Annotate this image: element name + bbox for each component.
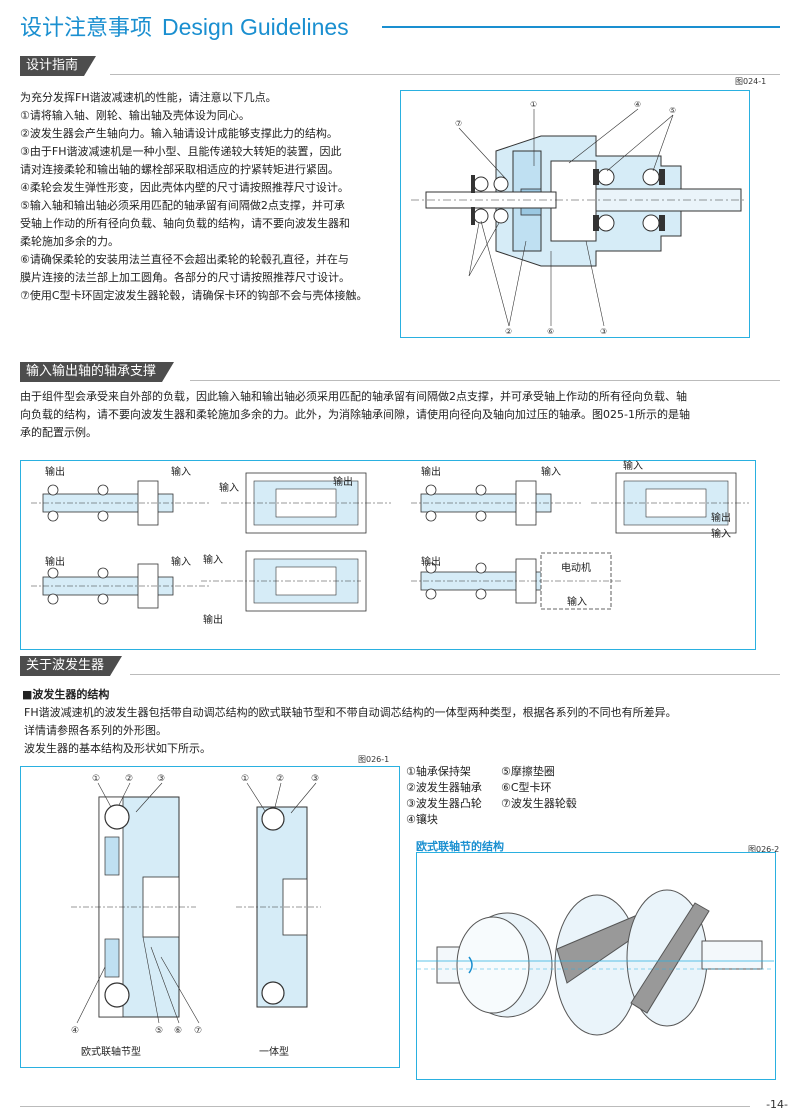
wave-generator-line: 波发生器的基本结构及形状如下所示。 — [24, 742, 211, 755]
label-input: 输入 — [219, 483, 239, 494]
wave-generator-line: 详情请参照各系列的外形图。 — [24, 724, 167, 737]
bearing-line: 向负载的结构，请不要向波发生器和柔轮施加多余的力。此外，为消除轴承间隙，请使用向… — [20, 408, 690, 421]
page-title: 设计注意事项 Design Guidelines — [20, 10, 349, 42]
label-input: 输入 — [541, 467, 561, 478]
label-input: 输入 — [623, 461, 643, 472]
legend-row: ④镶块 — [406, 813, 438, 826]
label-output: 输出 — [45, 467, 65, 478]
oldham-structure-title: 欧式联轴节的结构 — [416, 840, 504, 853]
wave-generator-sections: ① ② ③ ④ ⑤ ⑥ ⑦ ① ② ③ — [71, 774, 321, 1036]
header-rule — [382, 26, 780, 28]
wg-callout-7: ⑦ — [194, 1026, 202, 1036]
guide-line: ②波发生器会产生轴向力。输入轴请设计成能够支撑此力的结构。 — [20, 127, 338, 140]
figure-assembly-box: ① ② ③ ④ ⑤ ⑥ ⑦ — [400, 90, 750, 338]
section-rule — [110, 74, 780, 75]
callout-6: ⑥ — [547, 327, 554, 336]
callout-4: ④ — [634, 100, 641, 109]
guide-line: ④柔轮会发生弹性形变，因此壳体内壁的尺寸请按照推荐尺寸设计。 — [20, 181, 349, 194]
guide-line: 受轴上作动的所有径向负载、轴向负载的结构，请不要向波发生器和 — [20, 217, 350, 230]
bearing-line: 承的配置示例。 — [20, 426, 97, 439]
assembly-cross-section: ① ② ③ ④ ⑤ ⑥ ⑦ — [411, 100, 746, 336]
bearing-example-2 — [221, 472, 391, 534]
page-header: 设计注意事项 Design Guidelines — [20, 10, 780, 44]
guide-line: 膜片连接的法兰部上加工圆角。各部分的尺寸请按照推荐尺寸设计。 — [20, 271, 350, 284]
label-output: 输出 — [203, 615, 223, 626]
page-title-en: Design Guidelines — [162, 14, 349, 40]
figure-bearing-box: 输出 输入 输入 输出 输出 输入 输入 输出 输入 输出 输入 输入 输出 输… — [20, 460, 756, 650]
figure-oldham-box — [416, 852, 776, 1080]
bearing-text: 由于组件型会承受来自外部的负载，因此输入轴和输出轴必须采用匹配的轴承留有间隔做2… — [20, 388, 780, 442]
bearing-example-4 — [591, 472, 749, 534]
callout-5: ⑤ — [669, 106, 676, 115]
callout-7: ⑦ — [455, 119, 462, 128]
section-bearing-tab: 输入输出轴的轴承支撑 — [20, 362, 175, 382]
bearing-example-1 — [31, 480, 211, 526]
figure-id-026-1: 图026-1 — [358, 755, 390, 764]
design-guide-text: 为充分发挥FH谐波减速机的性能，请注意以下几点。 ①请将输入轴、刚轮、输出轴及壳… — [20, 89, 400, 305]
footer-rule — [20, 1106, 750, 1107]
figure-id-026-2: 图026-2 — [748, 845, 780, 854]
label-input: 输入 — [171, 557, 191, 568]
section-rule — [130, 674, 780, 675]
callout-2: ② — [505, 327, 512, 336]
wg-callout-3: ③ — [157, 774, 165, 784]
bearing-line: 由于组件型会承受来自外部的负载，因此输入轴和输出轴必须采用匹配的轴承留有间隔做2… — [20, 390, 687, 403]
integral-type-section — [236, 806, 321, 1008]
wave-generator-subhead: ■波发生器的结构 — [22, 688, 110, 701]
bearing-example-3 — [411, 480, 581, 526]
wg-callout-2b: ② — [276, 774, 284, 784]
fig-oldham-type-label: 欧式联轴节型 — [81, 1047, 141, 1058]
wg-callout-5: ⑤ — [155, 1026, 163, 1036]
wg-callout-1: ① — [92, 774, 100, 784]
figure-id-024-1: 图024-1 — [735, 77, 767, 86]
section-rule — [190, 380, 780, 381]
label-input: 输入 — [711, 529, 731, 540]
label-input: 输入 — [567, 597, 587, 608]
page-title-cn: 设计注意事项 — [20, 16, 153, 41]
label-output: 输出 — [421, 557, 441, 568]
label-output: 输出 — [711, 513, 731, 524]
guide-line: ①请将输入轴、刚轮、输出轴及壳体设为同心。 — [20, 109, 250, 122]
wave-generator-text: FH谐波减速机的波发生器包括带自动调芯结构的欧式联轴节型和不带自动调芯结构的一体… — [24, 704, 784, 758]
guide-line: 请对连接柔轮和输出轴的螺栓部采取相适应的拧紧转矩进行紧固。 — [20, 163, 339, 176]
fig-integral-type-label: 一体型 — [259, 1047, 289, 1058]
label-output: 输出 — [333, 477, 353, 488]
wg-callout-1b: ① — [241, 774, 249, 784]
wg-callout-6: ⑥ — [174, 1026, 182, 1036]
section-design-guide-bar: 设计指南 — [20, 56, 780, 76]
section-wave-generator-tab: 关于波发生器 — [20, 656, 123, 676]
section-wave-generator-bar: 关于波发生器 — [20, 656, 780, 676]
bearing-example-5 — [31, 563, 211, 609]
guide-line: 为充分发挥FH谐波减速机的性能，请注意以下几点。 — [20, 91, 277, 104]
bearing-examples — [31, 472, 749, 612]
label-output: 输出 — [421, 467, 441, 478]
guide-line: ⑦使用C型卡环固定波发生器轮毂，请确保卡环的钩部不会与壳体接触。 — [20, 289, 368, 302]
label-motor: 电动机 — [561, 563, 591, 574]
label-output: 输出 — [45, 557, 65, 568]
page-number: -14- — [766, 1098, 788, 1111]
oldham-type-section — [71, 796, 196, 1018]
label-input: 输入 — [171, 467, 191, 478]
label-input: 输入 — [203, 555, 223, 566]
oldham-coupling-illustration — [417, 889, 774, 1036]
callout-1: ① — [530, 100, 537, 109]
wg-callout-3b: ③ — [311, 774, 319, 784]
bearing-example-6 — [201, 550, 367, 612]
guide-line: ③由于FH谐波减速机是一种小型、且能传递较大转矩的装置，因此 — [20, 145, 342, 158]
wg-callout-4: ④ — [71, 1026, 79, 1036]
section-bearing-bar: 输入输出轴的轴承支撑 — [20, 362, 780, 382]
wg-callout-2: ② — [125, 774, 133, 784]
guide-line: ⑤输入轴和输出轴必须采用匹配的轴承留有间隔做2点支撑，并可承 — [20, 199, 345, 212]
section-design-guide-tab: 设计指南 — [20, 56, 97, 76]
bearing-example-7 — [411, 552, 621, 610]
figure-wave-generator-box: ① ② ③ ④ ⑤ ⑥ ⑦ ① ② ③ 欧式联轴节型 一体型 — [20, 766, 400, 1068]
guide-line: 柔轮施加多余的力。 — [20, 235, 119, 248]
wave-generator-line: FH谐波减速机的波发生器包括带自动调芯结构的欧式联轴节型和不带自动调芯结构的一体… — [24, 706, 677, 719]
guide-line: ⑥请确保柔轮的安装用法兰直径不会超出柔轮的轮毂孔直径，并在与 — [20, 253, 349, 266]
callout-3: ③ — [600, 327, 607, 336]
